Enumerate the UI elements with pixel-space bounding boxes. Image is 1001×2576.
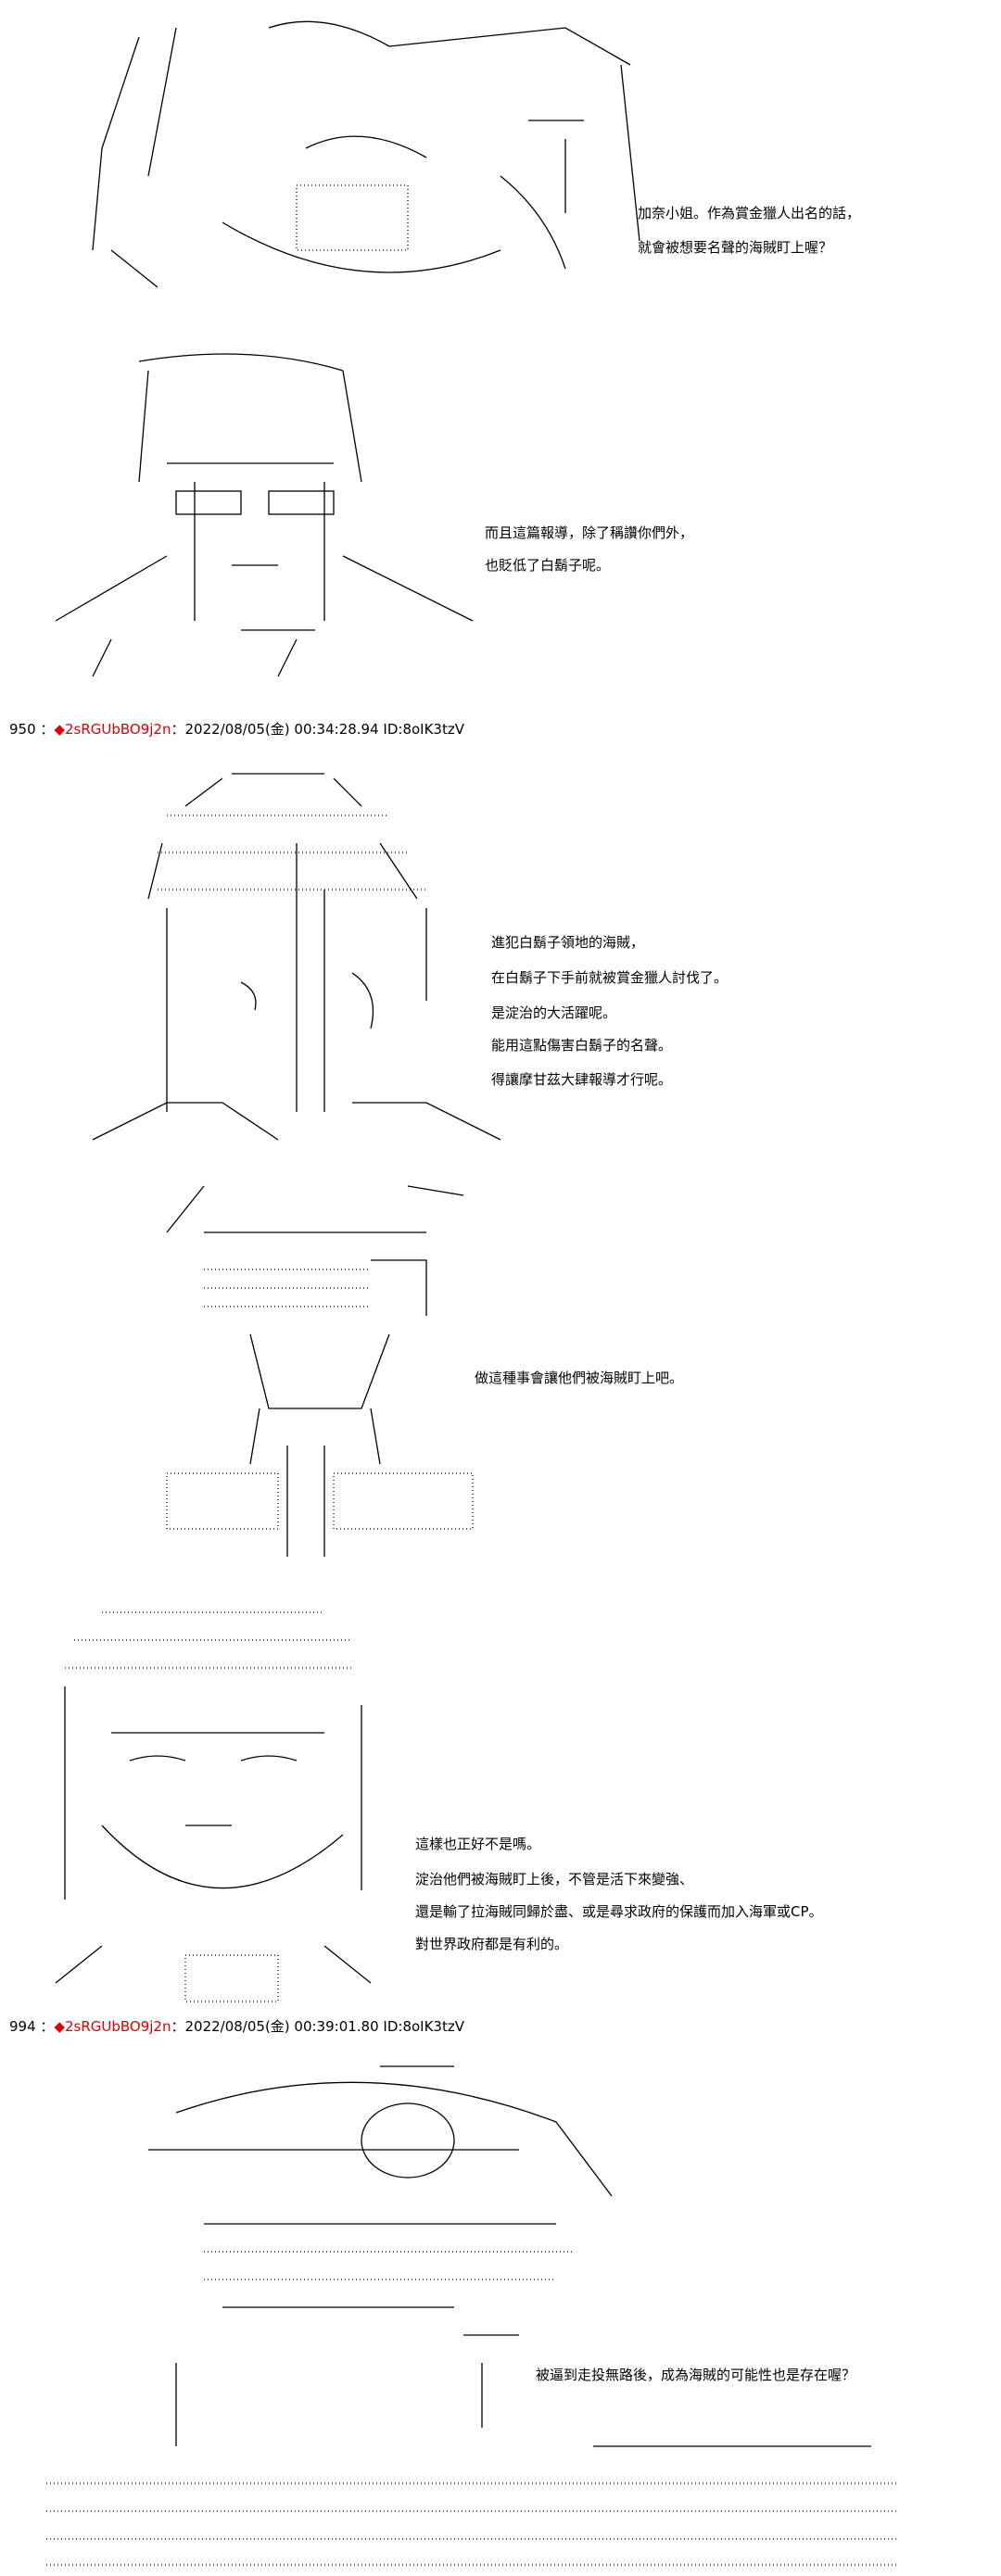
dialogue-line: 做這種事會讓他們被海賊盯上吧。 [475,1370,684,1386]
poster-id: ID:8oIK3tzV [383,2018,464,2035]
trip-code[interactable]: ◆2sRGUbBO9j2n [54,721,171,738]
dialogue-line: 得讓摩甘茲大肆報導才行呢。 [491,1071,673,1088]
dialogue-line: 進犯白鬍子領地的海賊， [491,934,645,951]
ascii-art-character-6 [37,2057,964,2571]
post-date: ：2022/08/05(金) 00:39:01.80 [171,2018,379,2035]
dialogue-line: 被逼到走投無路後，成為海賊的可能性也是存在喔？ [536,2367,856,2383]
dialogue-line: 就會被想要名聲的海賊盯上喔？ [638,239,833,256]
ascii-art-character-4 [148,1168,519,1557]
post-header: 950 ：◆2sRGUbBO9j2n：2022/08/05(金) 00:34:2… [9,721,464,738]
dialogue-line: 淀治他們被海賊盯上後，不管是活下來變強、 [415,1871,694,1888]
post-number: 994 [9,2018,36,2035]
poster-id: ID:8oIK3tzV [383,721,464,738]
ascii-art-character-1 [83,9,658,306]
dialogue-line: 加奈小姐。作為賞金獵人出名的話， [638,205,861,221]
dialogue-line: 這樣也正好不是嗎。 [415,1836,541,1852]
post-number: 950 [9,721,36,738]
post-date: ：2022/08/05(金) 00:34:28.94 [171,721,379,738]
dialogue-line: 也貶低了白鬍子呢。 [485,557,611,574]
dialogue-line: 而且這篇報導，除了稱讚你們外， [485,524,694,541]
ascii-art-character-2 [37,343,482,686]
trip-code[interactable]: ◆2sRGUbBO9j2n [54,2018,171,2035]
separator: ： [40,2018,55,2035]
ascii-art-character-5 [46,1594,463,2011]
dialogue-line: 能用這點傷害白鬍子的名聲。 [491,1037,673,1054]
dialogue-line: 還是輸了拉海賊同歸於盡、或是尋求政府的保護而加入海軍或CP。 [415,1903,823,1920]
dialogue-line: 對世界政府都是有利的。 [415,1936,569,1952]
ascii-art-character-3 [74,760,556,1149]
dialogue-line: 是淀治的大活躍呢。 [491,1004,617,1021]
dialogue-line: 在白鬍子下手前就被賞金獵人討伐了。 [491,969,729,986]
separator: ： [40,721,55,738]
post-header: 994 ：◆2sRGUbBO9j2n：2022/08/05(金) 00:39:0… [9,2018,464,2035]
